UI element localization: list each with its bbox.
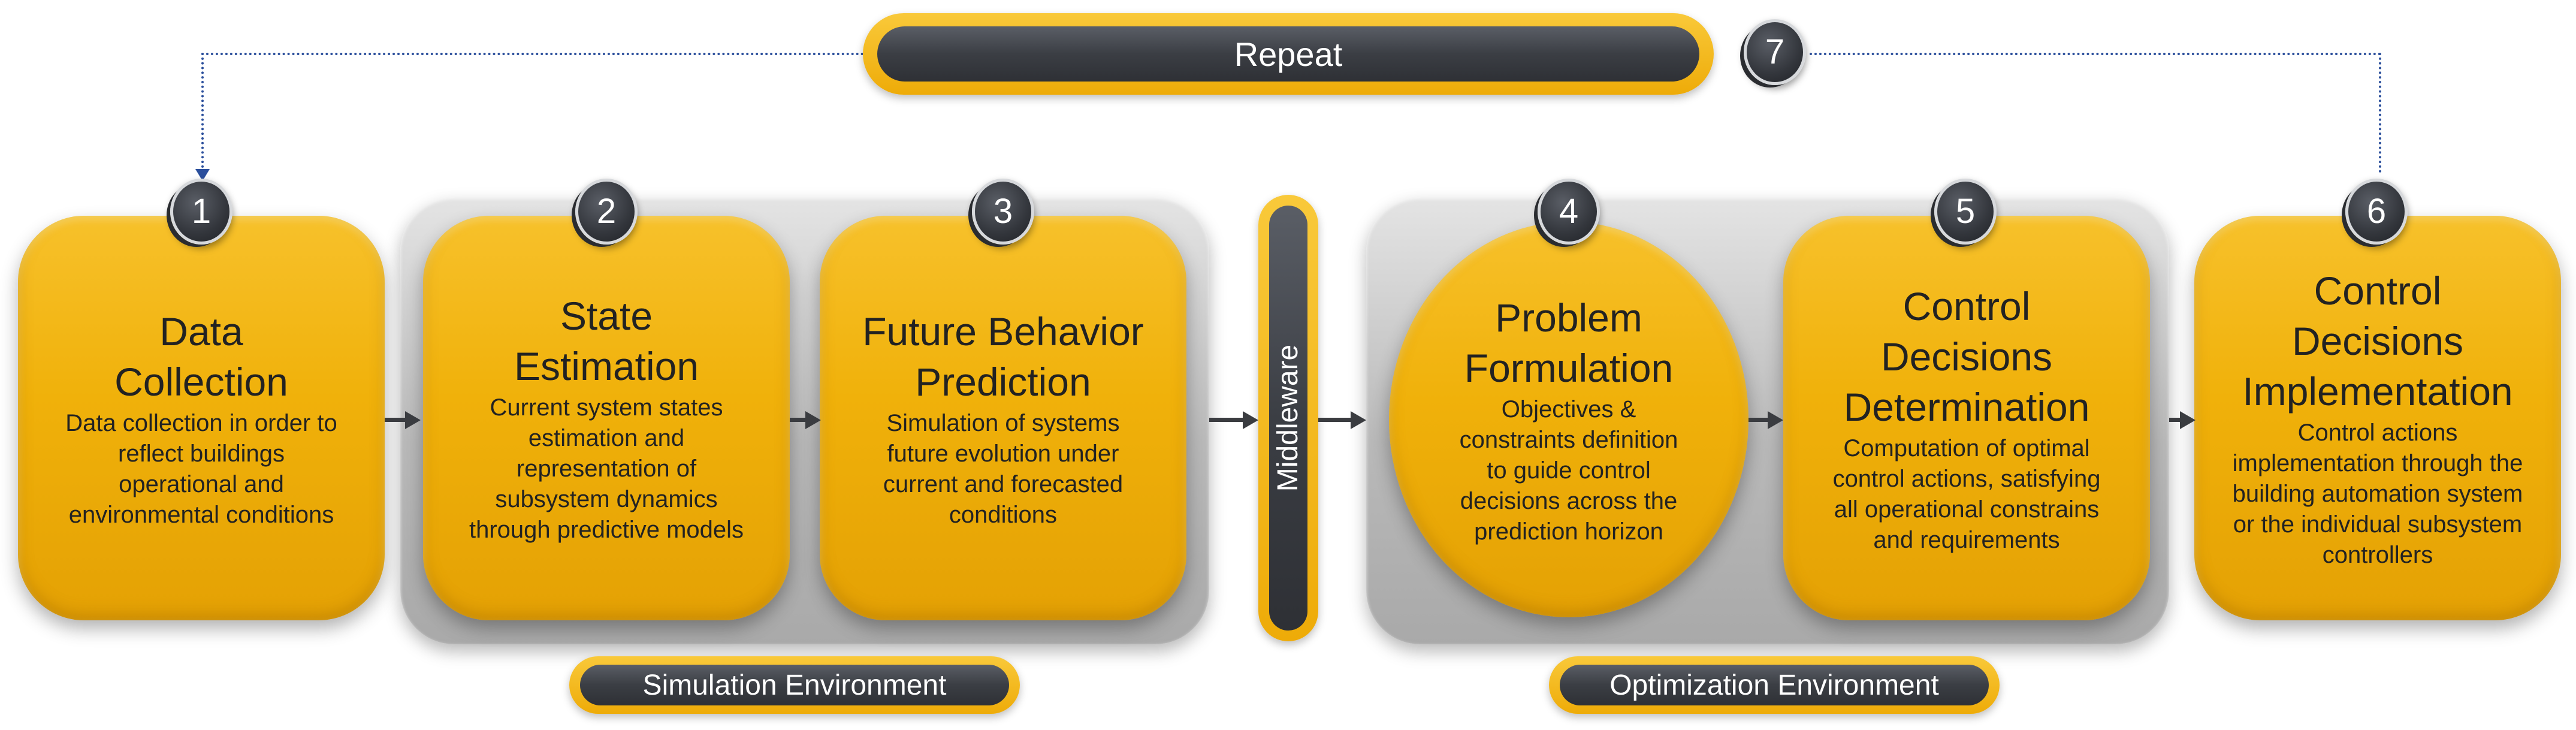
- arrow-middleware-to-4-head: [1351, 411, 1366, 429]
- simulation-environment-pill: Simulation Environment: [569, 656, 1020, 714]
- middleware-pill: Middleware: [1258, 195, 1318, 641]
- step-badge-7: 7: [1744, 19, 1806, 85]
- simulation-environment-label: Simulation Environment: [642, 669, 947, 701]
- arrow-middleware-to-4: [1318, 418, 1352, 422]
- step-badge-2: 2: [575, 179, 638, 245]
- middleware-pill-inner: Middleware: [1269, 206, 1307, 631]
- step-badge-1: 1: [170, 179, 232, 245]
- arrow-5-to-6: [2169, 418, 2181, 422]
- feedback-loop-arrowhead: [195, 169, 210, 181]
- arrow-1-to-2: [385, 418, 406, 422]
- optimization-environment-pill-inner: Optimization Environment: [1560, 665, 1989, 705]
- arrow-5-to-6-head: [2180, 411, 2196, 429]
- repeat-pill-inner: Repeat: [877, 26, 1699, 82]
- optimization-environment-pill: Optimization Environment: [1549, 656, 2000, 714]
- step-badge-6: 6: [2345, 179, 2408, 245]
- feedback-loop-right: [1810, 53, 2381, 173]
- step-badge-4: 4: [1538, 179, 1600, 245]
- step-badge-3: 3: [972, 179, 1034, 245]
- arrow-2-to-3-head: [805, 411, 821, 429]
- simulation-environment-pill-inner: Simulation Environment: [580, 665, 1009, 705]
- middleware-label: Middleware: [1272, 344, 1304, 492]
- step-badge-5: 5: [1934, 179, 1997, 245]
- feedback-loop-left: [201, 53, 878, 173]
- arrow-4-to-5-head: [1768, 411, 1783, 429]
- repeat-label: Repeat: [1234, 35, 1343, 73]
- arrow-2-to-3: [790, 418, 807, 422]
- arrow-3-to-middleware-head: [1243, 411, 1258, 429]
- optimization-environment-label: Optimization Environment: [1609, 669, 1939, 701]
- arrow-3-to-middleware: [1209, 418, 1244, 422]
- arrow-4-to-5: [1748, 418, 1769, 422]
- step-4-description: Objectives &constraints definition to gu…: [1459, 396, 1678, 545]
- arrow-1-to-2-head: [405, 411, 421, 429]
- repeat-pill: Repeat: [863, 13, 1714, 95]
